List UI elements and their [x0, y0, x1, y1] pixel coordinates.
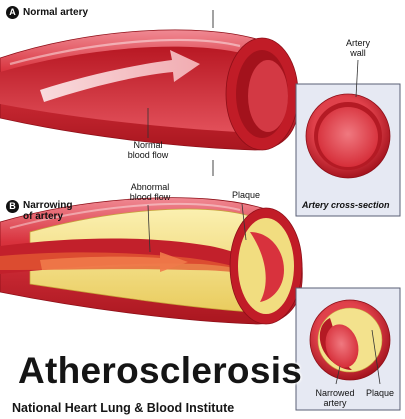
plaque-cross-label: Plaque — [366, 388, 394, 398]
normal-blood-flow-label: Normal blood flow — [122, 140, 174, 160]
credit-line: National Heart Lung & Blood Institute — [12, 401, 234, 415]
normal-artery-tube — [0, 30, 298, 150]
page-title: Atherosclerosis — [18, 350, 302, 392]
plaque-label: Plaque — [232, 190, 260, 200]
abnormal-blood-flow-label: Abnormal blood flow — [124, 182, 176, 202]
cross-section-caption: Artery cross-section — [302, 200, 390, 210]
panel-b-badge: B — [6, 200, 19, 213]
panel-b-title: Narrowing of artery — [23, 200, 71, 222]
normal-cross-section-box — [296, 84, 400, 216]
artery-wall-label: Artery wall — [340, 38, 376, 58]
panel-a-badge: A — [6, 6, 19, 19]
panel-a-title: Normal artery — [23, 7, 88, 18]
narrowed-artery-label: Narrowed artery — [312, 388, 358, 408]
